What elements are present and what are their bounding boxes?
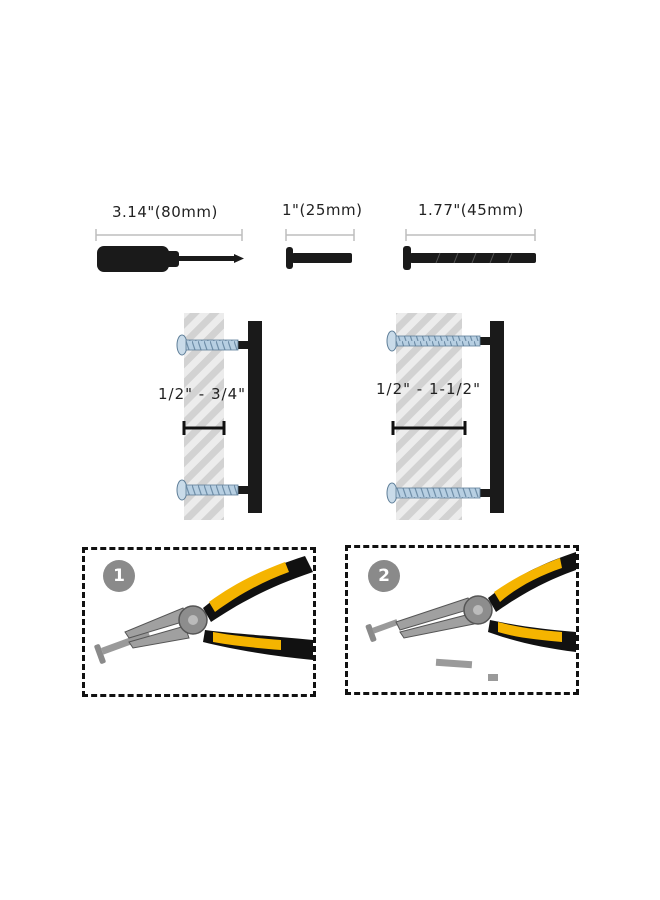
cut-piece-icon bbox=[435, 658, 473, 669]
step-box-2: 2 bbox=[345, 545, 579, 695]
size-label-long-screw: 1.77"(45mm) bbox=[418, 201, 524, 219]
handle-bar bbox=[490, 321, 504, 513]
screw-icon bbox=[386, 330, 481, 352]
step-box-1: 1 bbox=[82, 547, 316, 697]
thickness-label-thick: 1/2" - 1-1/2" bbox=[376, 380, 481, 398]
screw-icon bbox=[386, 482, 481, 504]
screw-icon bbox=[176, 334, 239, 356]
hardware-row bbox=[95, 229, 536, 272]
screw-icon bbox=[94, 630, 151, 664]
thickness-indicator bbox=[182, 421, 226, 435]
short-screw-icon bbox=[286, 247, 352, 269]
long-screw-icon bbox=[403, 246, 536, 270]
step-badge-2: 2 bbox=[368, 560, 400, 592]
cut-piece-icon bbox=[488, 674, 498, 681]
pliers-cutting-icon bbox=[94, 556, 313, 664]
screwdriver-icon bbox=[97, 246, 244, 272]
install-diagram-thin bbox=[176, 313, 262, 520]
pliers-trimmed-icon bbox=[365, 552, 576, 681]
install-diagram-thick bbox=[386, 313, 504, 520]
handle-bar bbox=[248, 321, 262, 513]
screw-icon bbox=[176, 479, 239, 501]
step-badge-1: 1 bbox=[103, 560, 135, 592]
size-label-short-screw: 1"(25mm) bbox=[282, 201, 363, 219]
screw-icon bbox=[365, 619, 399, 642]
install-diagrams bbox=[176, 313, 504, 520]
dimension-lines bbox=[95, 229, 536, 241]
thickness-label-thin: 1/2" - 3/4" bbox=[158, 385, 247, 403]
door-panel-thick bbox=[396, 313, 462, 520]
size-label-screwdriver: 3.14"(80mm) bbox=[112, 203, 218, 221]
thickness-indicator bbox=[391, 421, 467, 435]
